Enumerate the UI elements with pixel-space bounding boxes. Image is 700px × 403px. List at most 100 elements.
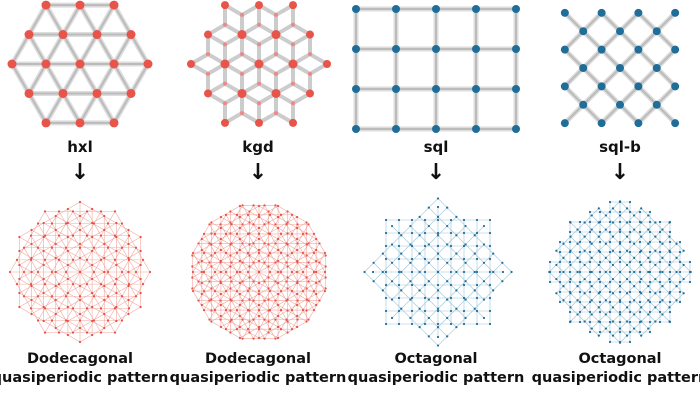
node	[106, 222, 110, 225]
node	[410, 309, 414, 313]
node	[640, 320, 643, 323]
bond	[662, 222, 670, 230]
node	[473, 252, 476, 255]
bond	[93, 271, 102, 285]
bond	[231, 224, 238, 235]
node	[91, 333, 94, 337]
node	[576, 228, 579, 231]
bond	[319, 290, 326, 301]
node	[127, 270, 130, 274]
bond	[633, 307, 642, 315]
bond	[67, 264, 81, 273]
node	[409, 243, 412, 246]
node	[633, 299, 636, 302]
node	[436, 231, 440, 235]
bond	[612, 299, 621, 308]
bond	[67, 306, 81, 315]
node	[475, 244, 479, 248]
bond	[43, 292, 57, 301]
node	[558, 300, 562, 304]
node	[392, 125, 400, 133]
bond	[142, 259, 151, 273]
node	[109, 59, 119, 69]
bond	[91, 264, 105, 273]
node	[436, 218, 440, 222]
node	[568, 230, 572, 234]
bond	[258, 304, 269, 311]
node	[661, 313, 664, 316]
bond	[308, 233, 315, 244]
node	[240, 52, 244, 57]
node	[219, 292, 222, 296]
node	[588, 280, 592, 284]
bond	[446, 326, 457, 337]
bond	[364, 262, 374, 273]
node	[462, 283, 466, 287]
bond	[116, 257, 129, 266]
bond	[128, 306, 141, 315]
node	[191, 287, 194, 290]
bond	[446, 280, 457, 291]
node	[85, 283, 89, 286]
bond	[11, 33, 30, 65]
bond	[103, 243, 117, 252]
node	[241, 280, 244, 283]
bond	[220, 233, 227, 244]
node	[306, 30, 314, 39]
node	[512, 85, 520, 93]
bond	[410, 225, 420, 236]
bond	[231, 290, 238, 301]
bond	[239, 326, 250, 333]
bond	[268, 277, 279, 284]
net-label-hxl: hxl	[67, 138, 93, 156]
node	[618, 260, 622, 264]
node	[296, 223, 299, 226]
bond	[128, 236, 141, 245]
bond	[58, 259, 67, 273]
node	[115, 263, 118, 267]
node	[208, 242, 211, 245]
node	[296, 299, 299, 302]
bond	[239, 249, 250, 256]
bond	[67, 208, 81, 217]
node	[608, 280, 612, 284]
bond	[211, 244, 222, 251]
bond	[297, 281, 304, 292]
node	[372, 280, 375, 283]
node	[103, 284, 106, 288]
node	[219, 270, 222, 274]
node	[455, 326, 458, 329]
node	[555, 292, 558, 295]
node	[568, 310, 572, 314]
bond	[598, 222, 607, 230]
node	[381, 270, 384, 274]
node	[285, 261, 288, 264]
node	[488, 231, 492, 235]
node	[678, 260, 682, 264]
bond	[242, 205, 249, 216]
bond	[211, 216, 222, 223]
dodecagonal-pattern-kgd	[191, 204, 327, 340]
node	[455, 270, 458, 274]
node	[235, 251, 239, 255]
bond	[79, 292, 93, 301]
node	[315, 237, 318, 241]
node	[263, 242, 266, 245]
bond	[655, 30, 677, 51]
bond	[249, 299, 260, 306]
node	[43, 331, 47, 334]
bond	[570, 264, 578, 273]
bond	[220, 321, 231, 328]
node	[654, 277, 657, 281]
bond	[640, 328, 649, 336]
node	[432, 45, 440, 53]
bond	[315, 260, 326, 267]
bond	[93, 235, 102, 249]
node	[671, 45, 680, 54]
node	[640, 277, 643, 281]
node	[678, 300, 682, 304]
bond	[619, 103, 640, 125]
bond	[249, 222, 260, 229]
bond	[230, 293, 241, 300]
bond	[16, 283, 25, 297]
